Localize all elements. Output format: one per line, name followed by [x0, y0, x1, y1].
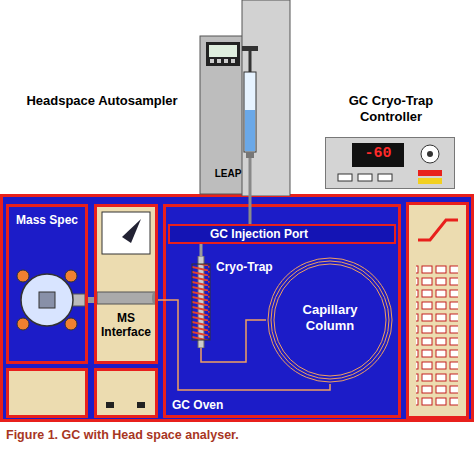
oven-label: GC Oven: [172, 398, 262, 412]
autosampler-unit: Headspace AutosamplerLEAP: [196, 0, 294, 196]
temperature-readout: -60: [352, 145, 404, 163]
base-panel: [96, 370, 157, 417]
column-label: Capillary Column: [285, 302, 375, 333]
mass-spec: Mass Spec: [6, 204, 88, 364]
figure-caption: Figure 1. GC with Head space analyser.: [6, 428, 468, 443]
unit-heading: GC Cryo-Trap Controller: [326, 93, 456, 124]
capillary-column: Capillary Column: [266, 256, 394, 384]
brand-label: LEAP: [208, 168, 248, 180]
interface-label: MS Interface: [97, 311, 155, 340]
controller-box: GC Cryo-Trap Controller-60: [325, 137, 455, 189]
ramp-icon: [418, 220, 458, 240]
control-panel: [408, 204, 468, 418]
spec-label: Mass Spec: [9, 213, 85, 227]
trap-label: Cryo-Trap: [216, 260, 282, 274]
vent-dot: [106, 402, 114, 408]
gc-frame: [2, 196, 473, 421]
autosampler-tower: [196, 0, 294, 196]
vent-dot: [137, 402, 145, 408]
injection-port-band: GC Injection Port: [168, 224, 396, 244]
ms-interface: MS Interface: [94, 204, 158, 364]
keypad: [416, 262, 458, 406]
mass-spec-illustration: [9, 207, 85, 361]
port-label: GC Injection Port: [210, 227, 380, 241]
cryo-trap: Cryo-Trap: [190, 256, 282, 348]
unit-heading: Headspace Autosampler: [24, 93, 180, 109]
base-panel: [8, 370, 87, 417]
gc-oven: GC Oven GC Injection PortCryo-TrapCapilla…: [163, 204, 401, 418]
